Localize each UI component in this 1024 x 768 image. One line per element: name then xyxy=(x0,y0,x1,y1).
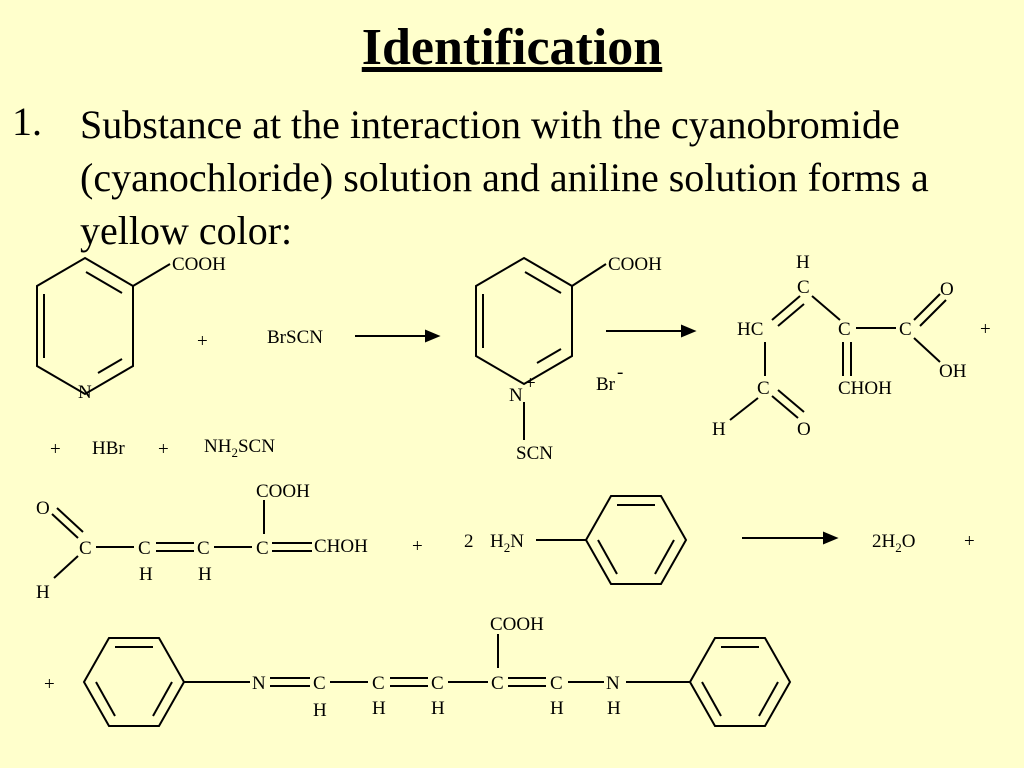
n-label-2: N xyxy=(252,673,266,694)
c-label-f: C xyxy=(138,538,151,559)
cooh-label-1: COOH xyxy=(172,254,226,275)
open-chain-bonds-1 xyxy=(729,293,947,421)
c-label-l: C xyxy=(491,673,504,694)
h-label-b: H xyxy=(712,419,726,440)
o-label-c: O xyxy=(36,498,50,519)
c-label-a: C xyxy=(797,277,810,298)
h-label-e: H xyxy=(198,564,212,585)
h-label-g: H xyxy=(372,698,386,719)
scn-label-1: SCN xyxy=(516,443,553,464)
coefficient-two: 2 xyxy=(464,531,474,552)
c-label-h: C xyxy=(256,538,269,559)
c-label-i: C xyxy=(313,673,326,694)
n-plus-label: N xyxy=(509,385,523,406)
o-label-b: O xyxy=(797,419,811,440)
h-label-d: H xyxy=(139,564,153,585)
cooh-label-4: COOH xyxy=(490,614,544,635)
br-label: Br xyxy=(596,374,616,395)
h-label-h: H xyxy=(431,698,445,719)
product-benzene-ring-left xyxy=(82,637,250,727)
open-chain-bonds-2 xyxy=(51,500,312,579)
nh2scn-label: NH2SCN xyxy=(204,436,275,460)
plus-sign-1: + xyxy=(197,331,208,352)
chohh-label-b: CHOH xyxy=(314,536,368,557)
reaction-arrow-3 xyxy=(742,531,839,545)
plus-sign-7: + xyxy=(44,674,55,695)
h-label-a: H xyxy=(796,252,810,273)
oh-label-a: OH xyxy=(939,361,967,382)
c-label-e: C xyxy=(79,538,92,559)
product-chain-bonds xyxy=(270,634,690,687)
pyridine-ring-1 xyxy=(36,256,171,396)
reaction-arrow-1 xyxy=(355,329,441,343)
plus-sign-5: + xyxy=(412,536,423,557)
product-benzene-ring-right xyxy=(688,637,792,727)
reaction-arrow-2 xyxy=(606,324,697,338)
n-label-3: N xyxy=(606,673,620,694)
hbr-label: HBr xyxy=(92,438,125,459)
n-label-1: N xyxy=(78,382,92,403)
cooh-label-3: COOH xyxy=(256,481,310,502)
h-label-c: H xyxy=(36,582,50,603)
br-charge-label: - xyxy=(617,362,623,383)
o-label-a: O xyxy=(940,279,954,300)
c-label-j: C xyxy=(372,673,385,694)
plus-sign-6: + xyxy=(964,531,975,552)
cooh-label-2: COOH xyxy=(608,254,662,275)
aniline-benzene-ring xyxy=(536,495,688,585)
slide-title: Identification xyxy=(361,19,663,76)
c-label-c: C xyxy=(899,319,912,340)
water-label: 2H2O xyxy=(872,531,915,555)
plus-sign-4: + xyxy=(158,439,169,460)
c-label-m: C xyxy=(550,673,563,694)
c-label-k: C xyxy=(431,673,444,694)
c-label-b: C xyxy=(838,319,851,340)
chohh-label-a: CHOH xyxy=(838,378,892,399)
plus-sign-3: + xyxy=(50,439,61,460)
brscn-label: BrSCN xyxy=(267,327,323,348)
h-label-f: H xyxy=(313,700,327,721)
n-charge-label: + xyxy=(525,373,536,394)
h2n-label: H2N xyxy=(490,531,524,555)
plus-sign-2: + xyxy=(980,319,991,340)
h-label-j: H xyxy=(607,698,621,719)
list-item-text: Substance at the interaction with the cy… xyxy=(80,102,929,253)
hc-label: HC xyxy=(737,319,763,340)
list-number: 1. xyxy=(12,99,42,144)
c-label-d: C xyxy=(757,378,770,399)
c-label-g: C xyxy=(197,538,210,559)
h-label-i: H xyxy=(550,698,564,719)
pyridinium-ring xyxy=(475,256,607,440)
